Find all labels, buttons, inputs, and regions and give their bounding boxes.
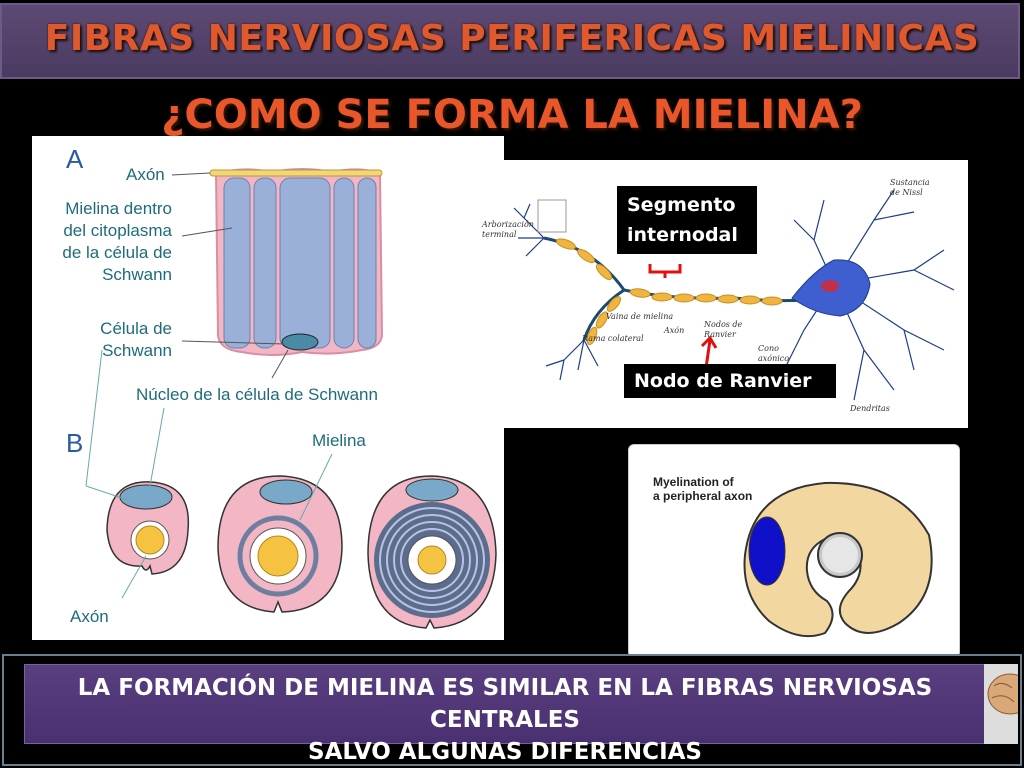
label-axon-bottom: Axón	[70, 607, 109, 626]
neuron-nucleus	[821, 280, 839, 292]
stage-3	[367, 475, 497, 629]
page-title: FIBRAS NERVIOSAS PERIFERICAS MIELINICAS	[44, 18, 980, 59]
myelination-title: Myelination of a peripheral axon	[653, 475, 753, 503]
myelin-column	[253, 177, 277, 349]
ranvier-arrow	[700, 335, 718, 369]
label-axon-top: Axón	[126, 165, 165, 184]
page-subtitle: ¿COMO SE FORMA LA MIELINA?	[161, 92, 863, 138]
footer-text: LA FORMACIÓN DE MIELINA ES SIMILAR EN LA…	[77, 675, 933, 765]
brain-image	[984, 664, 1018, 744]
schwann-diagram	[85, 168, 497, 629]
myelin-column	[223, 177, 251, 349]
stage-2	[217, 475, 343, 613]
label-vaina: Vaina de mielina	[606, 312, 674, 321]
neuron-diagram	[513, 189, 955, 401]
label-nodos: Nodos de Ranvier	[704, 320, 743, 339]
footer-bar	[24, 664, 986, 744]
label-sustancia: Sustancia de Nissl	[890, 178, 930, 197]
axon-rod	[209, 169, 383, 177]
schwann-nucleus	[281, 333, 319, 351]
internodal-bracket	[648, 264, 682, 278]
schwann-nucleus-blue	[748, 516, 786, 586]
label-arborizacion: Arborización terminal	[482, 220, 534, 239]
label-b: B	[66, 428, 84, 458]
schwann-diagram-panel: A Axón Mielina dentro del citoplasma de …	[32, 136, 504, 640]
label-axon-small: Axón	[664, 326, 685, 335]
myelin-column	[333, 177, 355, 349]
label-myelin-inside: Mielina dentro del citoplasma de la célu…	[62, 199, 172, 284]
label-schwann-nucleus: Núcleo de la célula de Schwann	[136, 385, 378, 404]
stage-1	[106, 481, 190, 575]
title-bar	[0, 3, 1020, 79]
label-rama: Rama colateral	[582, 334, 644, 343]
label-ranvier: Nodo de Ranvier	[624, 364, 836, 398]
label-internodal: Segmento internodal	[617, 186, 757, 254]
label-dendritas: Dendritas	[850, 404, 890, 413]
myelin-column	[357, 177, 377, 349]
label-myelin: Mielina	[312, 431, 366, 450]
myelin-column	[279, 177, 331, 349]
label-schwann-cell: Célula de Schwann	[100, 319, 172, 360]
myelination-panel: Myelination of a peripheral axon	[628, 444, 960, 658]
label-cono: Cono axónico	[758, 344, 790, 363]
myelination-diagram	[743, 481, 933, 637]
label-a: A	[66, 144, 84, 174]
